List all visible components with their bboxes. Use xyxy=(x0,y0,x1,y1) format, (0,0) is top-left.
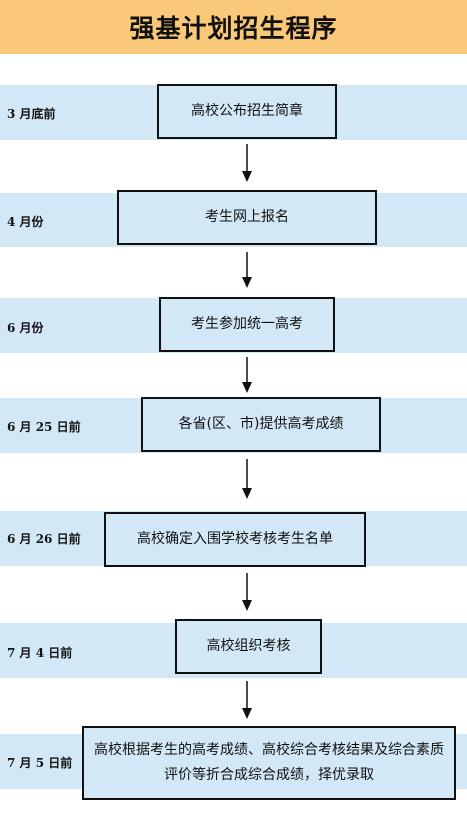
flow-arrow-6 xyxy=(240,681,254,721)
step-time-label: 3 月底前 xyxy=(7,107,56,121)
step-box-4: 各省(区、市)提供高考成绩 xyxy=(141,397,381,452)
flow-arrow-2 xyxy=(240,252,254,290)
flow-arrow-5 xyxy=(240,573,254,613)
flow-arrow-1 xyxy=(240,144,254,184)
title-bar: 强基计划招生程序 xyxy=(0,0,467,54)
step-time-label: 6 月 25 日前 xyxy=(7,420,81,434)
step-box-7: 高校根据考生的高考成绩、高校综合考核结果及综合素质评价等折合成综合成绩，择优录取 xyxy=(82,726,456,800)
flow-arrow-4 xyxy=(240,459,254,501)
step-box-5: 高校确定入围学校考核考生名单 xyxy=(104,512,366,567)
step-time-label: 7 月 5 日前 xyxy=(7,756,73,770)
step-box-3: 考生参加统一高考 xyxy=(159,297,335,352)
step-time-label: 6 月份 xyxy=(7,321,44,335)
flow-arrow-3 xyxy=(240,357,254,395)
step-box-6: 高校组织考核 xyxy=(175,619,322,674)
step-box-2: 考生网上报名 xyxy=(117,190,377,245)
page-title: 强基计划招生程序 xyxy=(129,14,338,43)
step-box-1: 高校公布招生简章 xyxy=(157,84,337,139)
step-time-label: 6 月 26 日前 xyxy=(7,532,81,546)
step-time-label: 4 月份 xyxy=(7,215,44,229)
step-time-label: 7 月 4 日前 xyxy=(7,646,73,660)
